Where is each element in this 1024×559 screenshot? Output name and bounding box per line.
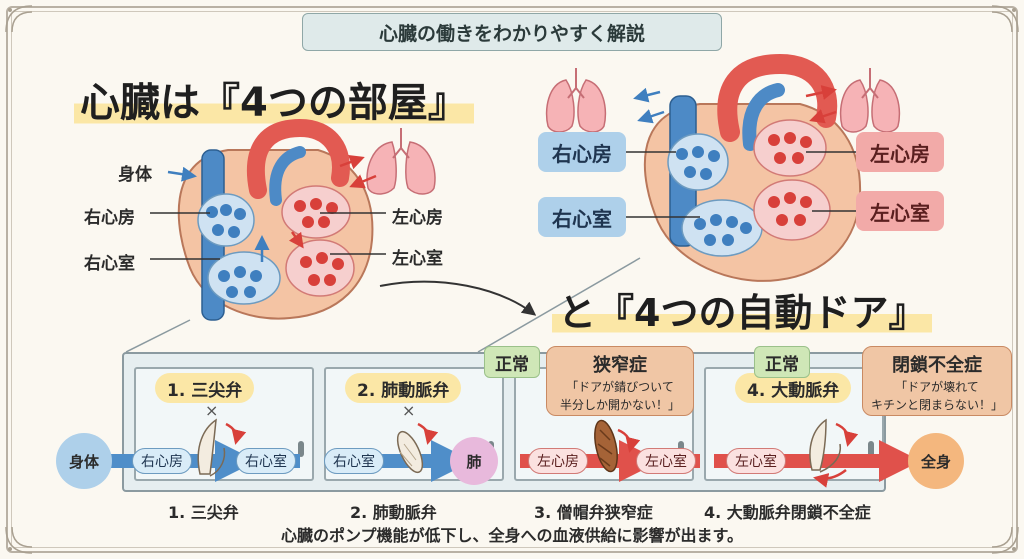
pulmonary-valve-icon [396, 422, 439, 474]
caption-3: 3. 僧帽弁狭窄症 [534, 503, 653, 522]
flow-left-ventricle-2: 左心室 [726, 448, 786, 474]
closed-x-icon: × [205, 401, 218, 420]
label-left-ventricle: 左心室 [392, 249, 443, 269]
mitral-stenosis-valve-icon [594, 419, 641, 473]
label-right-ventricle: 右心室 [84, 254, 135, 274]
corner-ornament-icon [2, 2, 36, 36]
flow-right-ventricle: 右心室 [236, 448, 296, 474]
label-left-atrium: 左心房 [392, 208, 443, 228]
inner-frame [11, 11, 1013, 548]
closed-x-icon: × [402, 401, 415, 420]
caption-2: 2. 肺動脈弁 [350, 503, 437, 522]
flow-left-atrium: 左心房 [528, 448, 588, 474]
left-lungs-icon [366, 128, 436, 195]
valve-tag-pulmonary: 2. 肺動脈弁 [345, 373, 462, 403]
headline-four-doors: と『4つの自動ドア』 [552, 282, 933, 337]
pill-left-atrium: 左心房 [856, 132, 944, 172]
callout-stenosis-line1: 「ドアが錆びついて [566, 380, 674, 394]
label-right-atrium: 右心房 [84, 208, 135, 228]
caption-1: 1. 三尖弁 [168, 503, 239, 522]
pill-right-ventricle: 右心室 [538, 197, 626, 237]
status-normal-4: 正常 [754, 346, 810, 378]
valve-tag-tricuspid: 1. 三尖弁 [155, 373, 255, 403]
pill-left-ventricle: 左心室 [856, 191, 944, 231]
callout-stenosis: 狭窄症 「ドアが錆びついて 半分しか開かない！」 [546, 346, 694, 416]
corner-ornament-icon [2, 523, 36, 557]
pill-right-atrium: 右心房 [538, 132, 626, 172]
aortic-regurgitation-valve-icon [809, 418, 859, 488]
callout-regurgitation-title: 閉鎖不全症 [892, 355, 982, 376]
label-body: 身体 [118, 165, 152, 185]
flow-left-ventricle: 左心室 [636, 448, 696, 474]
node-body: 身体 [56, 433, 112, 489]
right-lungs-right-icon [839, 68, 901, 133]
callout-stenosis-title: 狭窄症 [593, 355, 647, 376]
tricuspid-valve-icon [197, 418, 247, 477]
node-systemic: 全身 [908, 433, 964, 489]
headline-four-rooms: 心臓は『4つの部屋』 [74, 70, 474, 128]
flow-right-ventricle-2: 右心室 [324, 448, 384, 474]
page-title: 心臓の働きをわかりやすく解説 [302, 13, 722, 51]
flow-right-atrium: 右心房 [132, 448, 192, 474]
status-normal-3: 正常 [484, 346, 540, 378]
corner-ornament-icon [988, 523, 1022, 557]
outer-frame [6, 6, 1018, 553]
callout-regurgitation-line1: 「ドアが壊れて [895, 380, 979, 394]
callout-stenosis-line2: 半分しか開かない！」 [559, 398, 680, 412]
right-heart-icon [643, 53, 862, 282]
node-lung: 肺 [450, 437, 498, 485]
callout-regurgitation: 閉鎖不全症 「ドアが壊れて キチンと閉まらない！」 [862, 346, 1012, 416]
corner-ornament-icon [988, 2, 1022, 36]
caption-4: 4. 大動脈弁閉鎖不全症 [704, 503, 871, 522]
valve-tag-aortic: 4. 大動脈弁 [735, 373, 852, 403]
callout-regurgitation-line2: キチンと閉まらない！」 [870, 398, 1003, 412]
footer-summary: 心臓のポンプ機能が低下し、全身への血液供給に影響が出ます。 [281, 526, 743, 545]
